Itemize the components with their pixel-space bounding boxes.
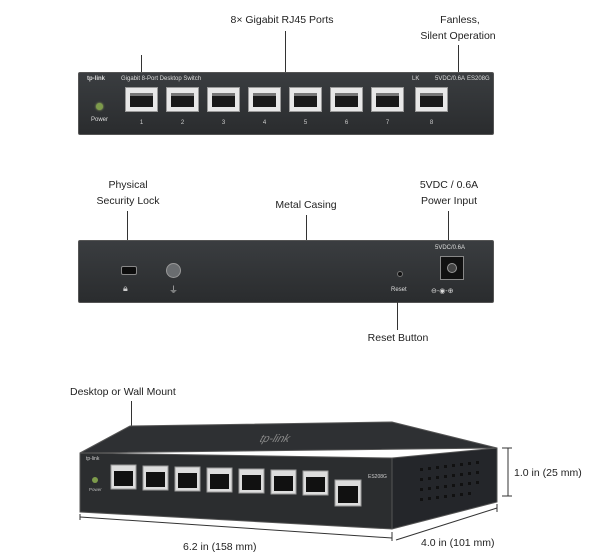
width-dimension [79,514,393,541]
front-model: ES208G [467,76,490,82]
front-brand-logo: tp-link [87,76,105,82]
depth-dimension [395,504,498,541]
angled-front-model: ES208G [368,474,387,480]
back-panel: 🔒︎ ⏚ Reset 5VDC/0.6A ⊖-◉-⊕ [78,240,494,303]
width-label: 6.2 in (158 mm) [183,541,257,553]
height-label: 1.0 in (25 mm) [514,467,582,479]
lock-callout-line1: Physical [108,179,148,191]
port-number: 8 [429,120,434,126]
brand-leader [141,55,142,72]
port-number: 4 [262,120,267,126]
dc-power-input [440,256,464,280]
front-device-desc: Gigabit 8-Port Desktop Switch [121,76,202,82]
side-vents [420,461,479,501]
rj45-port-7 [371,87,404,112]
power-led [96,103,103,110]
rj45-port-4 [248,87,281,112]
reset-callout-leader [397,301,398,330]
angled-power-label: Power [89,487,102,492]
rj45-port-3 [207,87,240,112]
power-callout-line1: 5VDC / 0.6A [419,179,479,191]
fanless-callout-leader [458,45,459,72]
reset-label: Reset [391,287,407,293]
dc-port-label: 5VDC/0.6A [435,245,466,251]
polarity-icon: ⊖-◉-⊕ [431,288,454,295]
lock-callout-line2: Security Lock [96,195,160,207]
angled-power-led [92,477,98,483]
ground-icon: ⏚ [169,285,179,295]
front-lk-label: LK [412,76,420,82]
mount-callout-leader [131,401,132,431]
reset-button[interactable] [397,271,403,277]
casing-callout-leader [306,215,307,240]
front-panel: tp-link Gigabit 8-Port Desktop Switch LK… [78,72,494,135]
rj45-port-6 [330,87,363,112]
reset-button-callout: Reset Button [367,332,429,344]
security-lock-slot [121,266,137,275]
ports-callout: 8× Gigabit RJ45 Ports [230,14,334,26]
port-number: 1 [139,120,144,126]
ground-screw [166,263,181,278]
port-number: 6 [344,120,349,126]
switch-side-face [391,447,498,530]
depth-label: 4.0 in (101 mm) [421,537,495,549]
port-number: 7 [385,120,390,126]
port-number: 3 [221,120,226,126]
rj45-port-8 [415,87,448,112]
height-dimension [502,447,512,497]
power-led-label: Power [91,117,109,123]
port-number: 2 [180,120,185,126]
angled-ports [110,464,362,507]
power-callout-leader [448,211,449,240]
ports-callout-leader [285,31,286,72]
rj45-port-5 [289,87,322,112]
power-callout-line2: Power Input [420,195,478,207]
fanless-callout-line2: Silent Operation [420,30,496,42]
angled-front-brand: tp-link [86,456,100,462]
angled-top-logo: tp-link [258,433,293,445]
rj45-port-1 [125,87,158,112]
port-number: 5 [303,120,308,126]
lock-callout-leader [127,211,128,240]
fanless-callout-line1: Fanless, [440,14,480,26]
lock-icon: 🔒︎ [123,283,128,293]
mount-callout: Desktop or Wall Mount [70,386,176,398]
casing-callout: Metal Casing [275,199,337,211]
rj45-port-2 [166,87,199,112]
front-power-spec: 5VDC/0.6A [435,76,466,82]
